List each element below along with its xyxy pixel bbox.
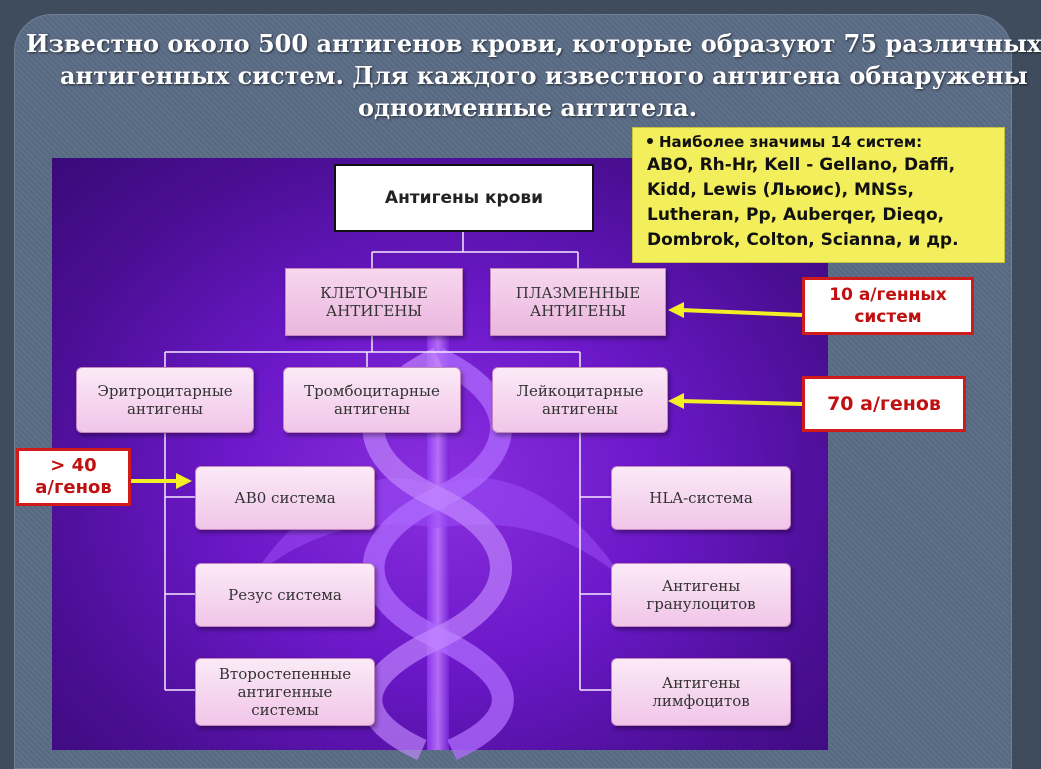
diagram-panel bbox=[52, 158, 828, 761]
node-plasma-label: ПЛАЗМЕННЫЕ АНТИГЕНЫ bbox=[515, 284, 641, 320]
node-leukocyte-antigens: Лейкоцитарные антигены bbox=[492, 367, 668, 433]
node-secondary-systems: Второстепенные антигенные системы bbox=[195, 658, 375, 726]
systems-note-line: Kidd, Lewis (Льюис), MNSs, bbox=[647, 180, 914, 200]
node-thrombocyte-label: Тромбоцитарные антигены bbox=[304, 382, 440, 418]
systems-note-line: Lutheran, Pp, Auberqer, Dieqo, bbox=[647, 205, 945, 225]
bullet-icon bbox=[647, 138, 653, 144]
slide-heading: Известно около 500 антигенов крови, кото… bbox=[24, 28, 1041, 124]
node-secondary-label: Второстепенные антигенные системы bbox=[218, 665, 352, 719]
systems-note-title: Наиболее значимы 14 систем: bbox=[659, 133, 923, 151]
systems-note-line: ABO, Rh-Hr, Kell - Gellano, Daffi, bbox=[647, 155, 956, 175]
node-cellular-antigens: КЛЕТОЧНЫЕ АНТИГЕНЫ bbox=[285, 268, 463, 336]
callout-abo-count-line-2: а/генов bbox=[35, 477, 112, 498]
callout-abo-count-line-1: > 40 bbox=[50, 455, 97, 476]
node-rhesus-system: Резус система bbox=[195, 563, 375, 627]
node-cellular-label: КЛЕТОЧНЫЕ АНТИГЕНЫ bbox=[320, 284, 428, 320]
node-thrombocyte-antigens: Тромбоцитарные антигены bbox=[283, 367, 461, 433]
heading-line-3: одноименные антитела. bbox=[358, 93, 698, 122]
callout-abo-count: > 40 а/генов bbox=[16, 448, 131, 506]
heading-line-2: антигенных систем. Для каждого известног… bbox=[60, 61, 1028, 90]
node-lymphocyte-label: Антигены лимфоцитов bbox=[652, 674, 750, 710]
root-node: Антигены крови bbox=[334, 164, 594, 232]
node-erythrocyte-label: Эритроцитарные антигены bbox=[97, 382, 233, 418]
node-lymphocyte-antigens: Антигены лимфоцитов bbox=[611, 658, 791, 726]
node-granulocyte-antigens: Антигены гранулоцитов bbox=[611, 563, 791, 627]
callout-plasma-count: 10 а/генных систем bbox=[802, 277, 974, 335]
node-abo-system: АВ0 система bbox=[195, 466, 375, 530]
node-granulocyte-label: Антигены гранулоцитов bbox=[646, 577, 756, 613]
node-leukocyte-label: Лейкоцитарные антигены bbox=[516, 382, 644, 418]
systems-note: Наиболее значимы 14 систем: ABO, Rh-Hr, … bbox=[632, 127, 1005, 263]
systems-note-line: Dombrok, Colton, Scianna, и др. bbox=[647, 230, 959, 250]
callout-plasma-count-text: 10 а/генных систем bbox=[829, 285, 947, 327]
node-hla-system: HLA-система bbox=[611, 466, 791, 530]
node-erythrocyte-antigens: Эритроцитарные антигены bbox=[76, 367, 254, 433]
heading-line-1: Известно около 500 антигенов крови, кото… bbox=[26, 29, 1041, 58]
callout-leukocyte-count: 70 а/генов bbox=[802, 376, 966, 432]
node-plasma-antigens: ПЛАЗМЕННЫЕ АНТИГЕНЫ bbox=[490, 268, 666, 336]
